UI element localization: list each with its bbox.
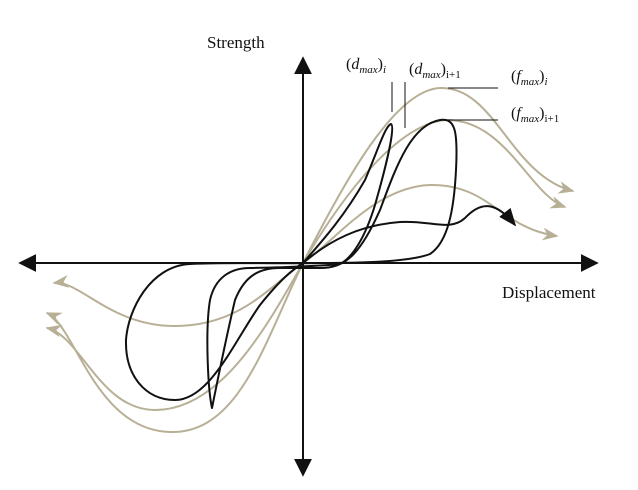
- leader-lines: [391, 82, 498, 128]
- x-axis-label: Displacement: [502, 283, 596, 302]
- annotation-f-max-i1: (fmax)i+1: [511, 105, 559, 125]
- annotation-f-max-i: (fmax)i: [511, 68, 548, 88]
- y-axis-label: Strength: [207, 33, 265, 52]
- hysteresis-loop-tail: [302, 205, 517, 264]
- annotation-d-max-i1: (dmax)i+1: [409, 61, 461, 81]
- annotation-d-max-i: (dmax)i: [346, 56, 386, 76]
- backbone-curves: [45, 86, 575, 434]
- backbone-curve-middle: [45, 118, 567, 412]
- axes: [18, 56, 599, 477]
